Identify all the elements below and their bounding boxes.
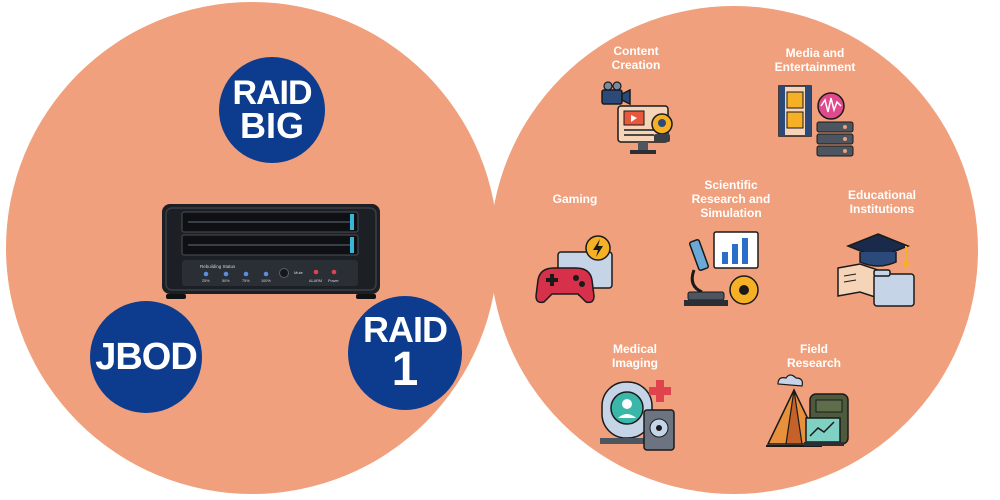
badge-raid1-line1: RAID: [363, 309, 448, 351]
use-case-educational: Educational Institutions: [836, 188, 928, 216]
progress-label-25: 25%: [202, 279, 210, 283]
power-label: Power: [328, 279, 339, 283]
progress-led-25: [203, 271, 209, 277]
device-foot-right: [356, 294, 376, 299]
progress-led-50: [223, 271, 229, 277]
power-led: [331, 269, 337, 275]
use-case-gaming: Gaming: [540, 192, 610, 206]
gamepad-icon: [535, 235, 613, 304]
use-case-field-research: Field Research: [776, 342, 852, 370]
progress-label-75: 75%: [242, 279, 250, 283]
progress-label-100: 100%: [261, 279, 271, 283]
use-case-label: Media and Entertainment: [774, 46, 856, 74]
mute-button[interactable]: [279, 268, 289, 278]
progress-led-75: [243, 271, 249, 277]
jbod-badge: JBOD: [90, 301, 202, 413]
badge-raid-big-line1: RAID: [232, 73, 312, 112]
raid-big-badge: RAID BIG: [219, 57, 325, 163]
dual-bay-enclosure: Rebuilding Status 25% 50% 75% 100% Mute …: [162, 204, 380, 299]
use-case-media-entertainment: Media and Entertainment: [766, 46, 864, 164]
use-case-scientific-research: Scientific Research and Simulation: [676, 178, 786, 220]
progress-led-100: [263, 271, 269, 277]
status-panel: [182, 260, 358, 286]
device-foot-left: [166, 294, 186, 299]
use-case-label: Medical Imaging: [611, 342, 658, 370]
raid-1-badge: RAID 1: [348, 296, 462, 410]
use-case-medical-imaging: Medical Imaging: [606, 342, 664, 370]
rebuilding-status-label: Rebuilding Status: [200, 264, 236, 269]
use-case-label: Scientific Research and Simulation: [691, 178, 771, 220]
tent-camping-icon: [766, 374, 849, 447]
use-case-label: Field Research: [786, 342, 842, 370]
badge-raid-big-line2: BIG: [239, 105, 304, 147]
use-case-label: Gaming: [552, 192, 598, 206]
microscope-chart-icon: [684, 231, 759, 306]
mute-label: Mute: [294, 270, 304, 275]
use-case-content-creation: Content Creation: [596, 44, 676, 164]
use-case-label: Educational Institutions: [847, 188, 916, 216]
alarm-label: ALARM: [309, 279, 322, 283]
mri-scanner-icon: [600, 380, 675, 451]
badge-raid1-line2: 1: [391, 343, 419, 397]
use-case-label: Content Creation: [611, 44, 661, 72]
video-editing-icon: [601, 81, 673, 154]
bay-1-indicator: [350, 214, 354, 230]
bay-2-indicator: [350, 237, 354, 253]
progress-label-50: 50%: [222, 279, 230, 283]
badge-jbod-line1: JBOD: [95, 335, 198, 378]
graduation-book-icon: [837, 233, 915, 307]
alarm-led: [313, 269, 319, 275]
film-audio-server-icon: [778, 85, 854, 157]
